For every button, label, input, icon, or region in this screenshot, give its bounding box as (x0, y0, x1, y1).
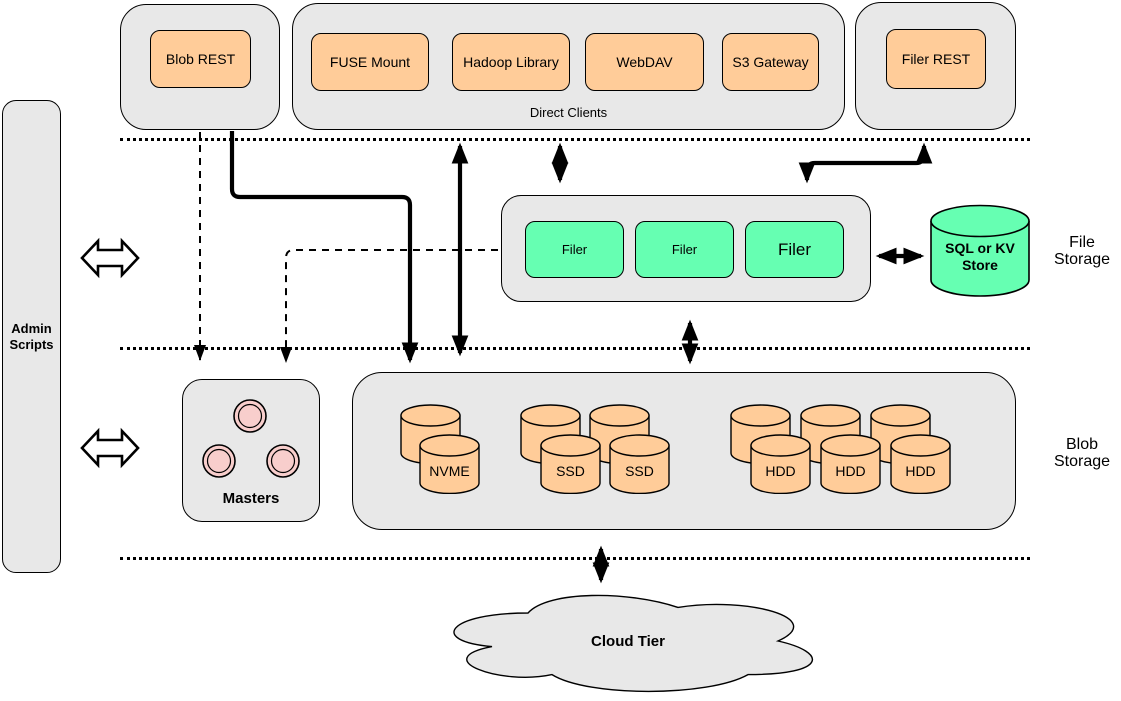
arrow-filer-filerrest-bidirectional (798, 142, 933, 184)
hdd-label-2: HDD (835, 463, 866, 479)
direct-clients-label: Direct Clients (529, 105, 608, 120)
cloud-tier-shape: Cloud Tier (428, 585, 828, 697)
ssd-label-2: SSD (625, 463, 654, 479)
fuse-mount-label: FUSE Mount (329, 54, 411, 70)
arrow-filer-to-masters (280, 249, 498, 363)
admin-scripts-box: Admin Scripts (2, 100, 61, 573)
tier-divider-line-2 (120, 347, 1030, 350)
ssd-disk-1: SSD (540, 434, 601, 494)
master-node-icon-2 (202, 444, 236, 478)
hdd-label-3: HDD (905, 463, 936, 479)
master-node-icon-3 (266, 444, 300, 478)
filer-rest-label: Filer REST (901, 51, 971, 67)
filer-node-2: Filer (635, 221, 734, 278)
blob-rest-label: Blob REST (165, 51, 236, 67)
blob-rest-node: Blob REST (150, 30, 251, 88)
filer-label-1: Filer (561, 242, 588, 257)
admin-filestorage-double-arrow-icon (80, 237, 140, 279)
filer-node-3: Filer (745, 221, 844, 278)
tier-divider-line-1 (120, 138, 1030, 141)
cylinder-top (930, 204, 1030, 238)
hdd-disk-1: HDD (750, 434, 811, 494)
fuse-mount-node: FUSE Mount (311, 33, 429, 91)
ssd-label-1: SSD (556, 463, 585, 479)
cloud-tier-label: Cloud Tier (591, 633, 665, 650)
filer-label-3: Filer (777, 239, 812, 259)
sql-kv-store-cylinder: SQL or KV Store (929, 204, 1031, 298)
s3-gateway-label: S3 Gateway (732, 54, 809, 70)
admin-scripts-label: Admin Scripts (9, 320, 54, 352)
webdav-node: WebDAV (585, 33, 704, 91)
blob-storage-tier-label: Blob Storage (1053, 436, 1111, 470)
masters-label: Masters (222, 490, 280, 507)
s3-gateway-node: S3 Gateway (722, 33, 819, 91)
filer-node-1: Filer (525, 221, 624, 278)
hadoop-library-node: Hadoop Library (452, 33, 570, 91)
nvme-disk: NVME (419, 434, 480, 494)
cloud-icon (453, 594, 814, 693)
webdav-label: WebDAV (616, 54, 673, 70)
admin-blobstorage-double-arrow-icon (80, 427, 140, 469)
master-node-icon-1 (233, 399, 267, 433)
hadoop-library-label: Hadoop Library (463, 54, 559, 70)
arrow-blobrest-to-blobstorage (229, 131, 419, 364)
hdd-disk-3: HDD (890, 434, 951, 494)
hdd-label-1: HDD (765, 463, 796, 479)
ssd-disk-2: SSD (609, 434, 670, 494)
tier-divider-line-3 (120, 557, 1030, 560)
filer-label-2: Filer (671, 242, 698, 257)
hdd-disk-2: HDD (820, 434, 881, 494)
sql-kv-store-label: SQL or KV Store (945, 240, 1015, 273)
file-storage-tier-label: File Storage (1053, 234, 1111, 268)
filer-rest-node: Filer REST (886, 29, 986, 89)
cylinder-body (930, 221, 1030, 297)
nvme-label: NVME (429, 463, 470, 479)
masters-box: Masters (182, 379, 320, 522)
